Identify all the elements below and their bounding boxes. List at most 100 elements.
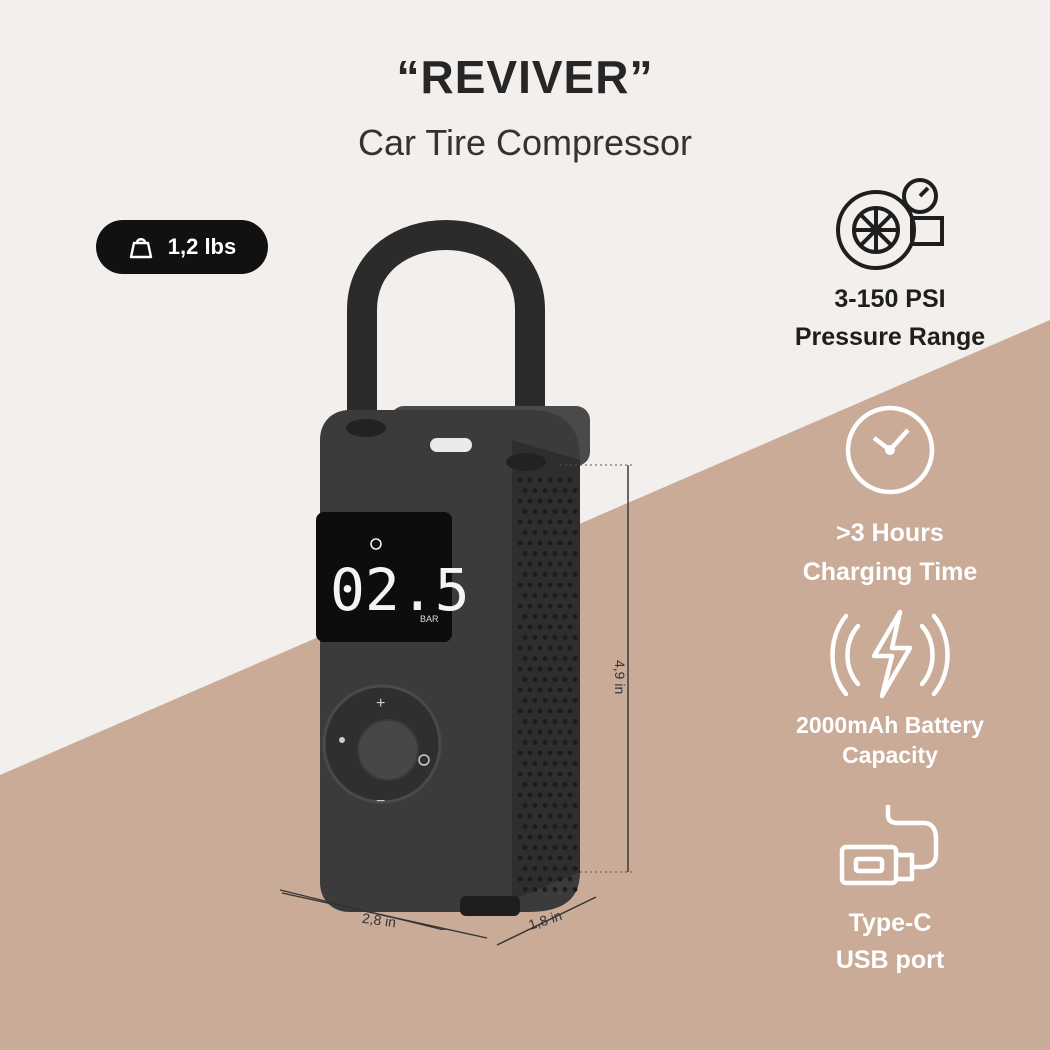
mesh-hole <box>517 498 523 504</box>
mesh-hole <box>537 519 543 525</box>
mesh-hole <box>547 498 553 504</box>
mesh-hole <box>557 561 563 567</box>
mesh-hole <box>517 855 523 861</box>
mesh-hole <box>532 551 538 556</box>
mesh-hole <box>567 687 573 693</box>
mesh-hole <box>527 876 533 882</box>
mesh-hole <box>517 624 523 630</box>
mesh-hole <box>537 624 543 630</box>
mesh-hole <box>547 834 553 840</box>
mesh-hole <box>522 551 528 556</box>
mesh-hole <box>527 582 533 588</box>
mesh-hole <box>562 845 568 850</box>
mesh-hole <box>567 813 573 819</box>
mesh-hole <box>562 698 568 703</box>
mesh-hole <box>572 509 578 514</box>
mesh-hole <box>527 855 533 861</box>
mesh-hole <box>547 645 553 651</box>
mesh-hole <box>537 834 543 840</box>
mesh-hole <box>532 488 538 493</box>
mesh-hole <box>567 645 573 651</box>
mesh-hole <box>552 614 558 619</box>
mesh-hole <box>532 887 538 892</box>
mesh-hole <box>532 824 538 829</box>
mesh-hole <box>547 477 553 483</box>
feature-pressure: 3-150 PSI Pressure Range <box>760 170 1020 356</box>
mesh-hole <box>542 551 548 556</box>
mesh-hole <box>572 719 578 724</box>
mesh-hole <box>537 498 543 504</box>
mesh-hole <box>547 582 553 588</box>
mesh-hole <box>542 761 548 766</box>
height-dimension: 4,9 in <box>612 660 628 695</box>
mesh-hole <box>552 866 558 871</box>
mesh-hole <box>522 509 528 514</box>
mesh-hole <box>572 761 578 766</box>
mesh-hole <box>527 540 533 546</box>
mesh-hole <box>542 488 548 493</box>
mesh-hole <box>547 540 553 546</box>
feature-charging-line2: Charging Time <box>802 558 978 586</box>
mesh-hole <box>517 603 523 609</box>
mesh-hole <box>562 677 568 682</box>
mesh-hole <box>572 845 578 850</box>
mesh-hole <box>522 866 528 871</box>
mesh-hole <box>527 477 533 483</box>
page-subtitle: Car Tire Compressor <box>357 122 693 163</box>
mesh-hole <box>522 488 528 493</box>
mesh-hole <box>572 488 578 493</box>
plus-button-label: + <box>376 695 385 712</box>
feature-charging-line1: >3 Hours <box>836 519 944 547</box>
mesh-hole <box>552 635 558 640</box>
mesh-hole <box>552 488 558 493</box>
mesh-hole <box>537 582 543 588</box>
mesh-hole <box>537 855 543 861</box>
mesh-hole <box>562 509 568 514</box>
mesh-hole <box>527 792 533 798</box>
mesh-hole <box>557 729 563 735</box>
mesh-hole <box>532 572 538 577</box>
mesh-hole <box>567 540 573 546</box>
mesh-hole <box>517 666 523 672</box>
mesh-hole <box>562 887 568 892</box>
mesh-hole <box>572 698 578 703</box>
mesh-hole <box>547 876 553 882</box>
mesh-hole <box>557 750 563 756</box>
mesh-hole <box>562 593 568 598</box>
mesh-hole <box>557 477 563 483</box>
mesh-hole <box>567 498 573 504</box>
mesh-hole <box>567 876 573 882</box>
mesh-hole <box>532 614 538 619</box>
mesh-hole <box>542 656 548 661</box>
mesh-hole <box>527 834 533 840</box>
mesh-hole <box>517 687 523 693</box>
mesh-hole <box>517 645 523 651</box>
weight-badge: 1,2 lbs <box>96 220 268 274</box>
mesh-hole <box>522 782 528 787</box>
feature-charging: >3 Hours Charging Time <box>760 404 1020 592</box>
mesh-hole <box>552 887 558 892</box>
mesh-hole <box>537 729 543 735</box>
mesh-hole <box>517 519 523 525</box>
mesh-hole <box>517 834 523 840</box>
mesh-hole <box>562 866 568 871</box>
mesh-hole <box>527 561 533 567</box>
mesh-hole <box>542 866 548 871</box>
weight-label: 1,2 lbs <box>167 234 237 259</box>
lightning-icon <box>830 609 950 699</box>
mesh-hole <box>517 540 523 546</box>
mesh-hole <box>532 635 538 640</box>
mesh-hole <box>557 498 563 504</box>
mesh-hole <box>517 771 523 777</box>
mesh-hole <box>557 540 563 546</box>
feature-usb: Type-C USB port <box>760 795 1020 979</box>
mesh-hole <box>537 666 543 672</box>
mesh-hole <box>562 740 568 745</box>
mesh-hole <box>567 582 573 588</box>
mesh-hole <box>517 876 523 882</box>
mesh-hole <box>547 687 553 693</box>
mesh-hole <box>517 729 523 735</box>
mesh-hole <box>527 708 533 714</box>
mesh-hole <box>567 729 573 735</box>
clock-icon <box>845 405 935 495</box>
